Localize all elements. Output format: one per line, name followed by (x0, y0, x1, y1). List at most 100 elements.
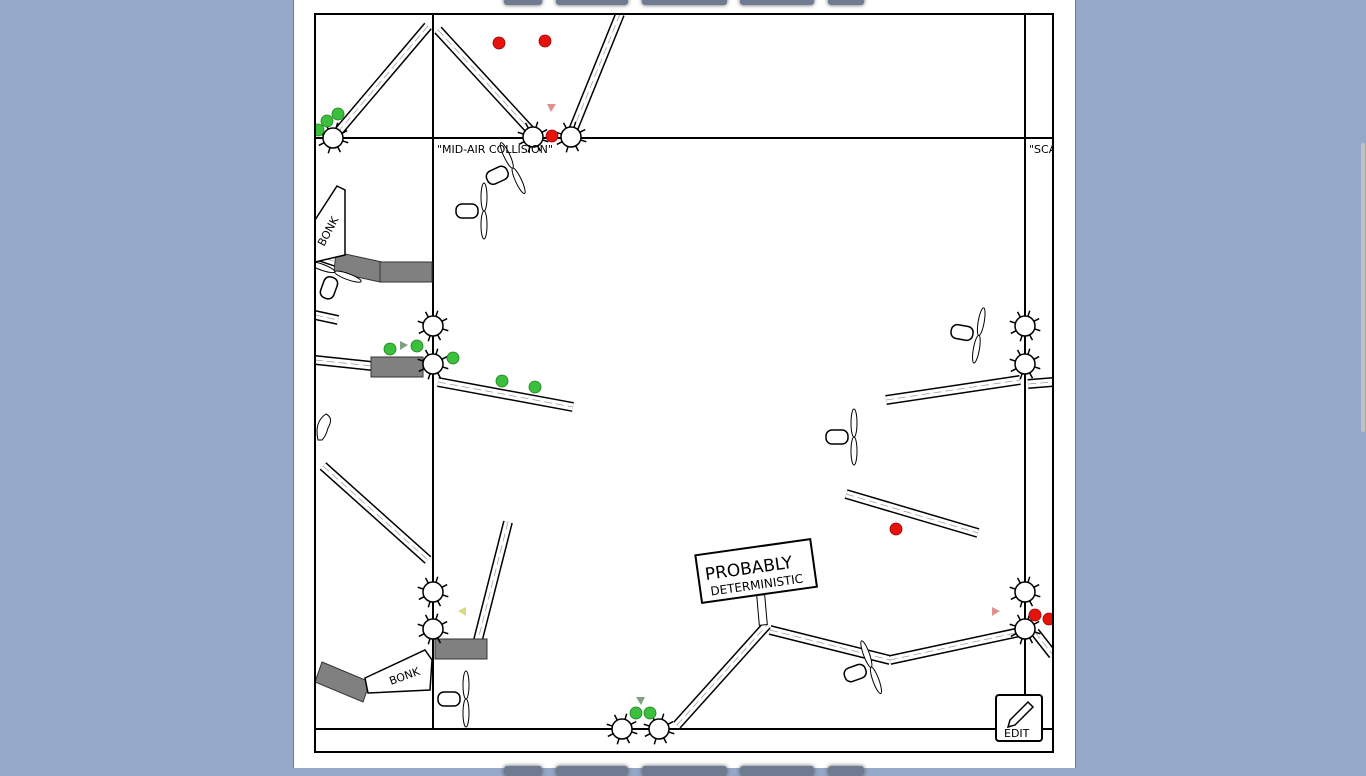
fan-icon (825, 408, 858, 466)
gear-tooth (580, 139, 587, 143)
gear-tooth (607, 733, 614, 738)
gear-tooth (537, 145, 542, 152)
plank-grain (477, 521, 509, 641)
gear-tooth (606, 723, 613, 727)
gear-tooth (1029, 372, 1034, 379)
gear-tooth (524, 122, 529, 129)
green-ball (320, 114, 334, 128)
gear-tooth (1027, 310, 1031, 317)
bonk-paddle-bottom: BONK (364, 649, 433, 694)
gear-body (1014, 315, 1036, 337)
gear-body (611, 718, 633, 740)
gear-body (1014, 618, 1036, 640)
gear-tooth (542, 139, 549, 143)
plank-grain (885, 379, 1021, 401)
plank-grain (676, 624, 768, 726)
gear-tooth (575, 145, 580, 152)
gear-tooth (1033, 355, 1040, 360)
gear-icon (555, 121, 587, 153)
gear-tooth (1034, 366, 1041, 370)
fan-blade (850, 436, 858, 466)
nav-prev-button-top[interactable] (556, 0, 628, 5)
edit-label: EDIT (1004, 727, 1030, 740)
gear-tooth (337, 146, 342, 153)
gear-body (322, 127, 344, 149)
blocks (315, 251, 488, 703)
red-ball (1042, 612, 1053, 626)
gear-tooth (663, 737, 668, 744)
red-ball (1028, 608, 1042, 622)
gears (317, 121, 1041, 745)
gear-tooth (318, 142, 325, 147)
comic-column (293, 0, 1076, 776)
gear-tooth (535, 121, 539, 128)
fan-blade (462, 670, 470, 700)
nav-first-button-top[interactable] (504, 0, 542, 5)
gear-tooth (573, 121, 577, 128)
gear-tooth (643, 723, 650, 727)
gear-tooth (1016, 614, 1021, 621)
edit-button[interactable]: EDIT (995, 694, 1043, 742)
gear-tooth (668, 731, 675, 735)
gear-tooth (1033, 583, 1040, 588)
nav-random-button-top[interactable] (642, 0, 727, 5)
plank-grain (337, 25, 429, 133)
probably-deterministic-sign: PROBABLY DETERMINISTIC (694, 538, 819, 626)
gear-tooth (418, 330, 425, 335)
gear-tooth (441, 317, 448, 322)
fan-motor (950, 323, 974, 342)
gear-tooth (579, 128, 586, 133)
gear-body (648, 718, 670, 740)
gear-tooth (441, 583, 448, 588)
gear-tooth (1019, 373, 1023, 380)
gear-tooth (1016, 311, 1021, 318)
tile-title-scattered: "SCA (1029, 143, 1057, 156)
gear-tooth (1010, 368, 1017, 373)
page-scrollbar[interactable] (1361, 143, 1365, 432)
gear-tooth (631, 731, 638, 735)
gear-tooth (427, 601, 431, 608)
gear-tooth (1009, 320, 1016, 324)
gear-icon (417, 348, 449, 380)
gear-tooth (1029, 600, 1034, 607)
fan-blade (850, 408, 858, 438)
fan-icon (455, 182, 488, 240)
bonk-paddle-top: BONK (315, 185, 346, 263)
gear-icon (317, 122, 349, 154)
creature-icon (316, 413, 332, 441)
gear-tooth (435, 348, 439, 355)
gear-tooth (1029, 334, 1034, 341)
gear-icon (1009, 348, 1041, 380)
fan-motor (437, 691, 461, 707)
fan-blade (462, 698, 470, 728)
plank-grain (437, 381, 574, 408)
gear-body (560, 126, 582, 148)
gear-tooth (1034, 594, 1041, 598)
gear-tooth (442, 594, 449, 598)
nav-next-button-top[interactable] (740, 0, 814, 5)
gear-tooth (1009, 623, 1016, 627)
gear-tooth (437, 637, 442, 644)
fan-blade (976, 307, 986, 336)
gear-icon (1009, 310, 1041, 342)
gear-tooth (424, 311, 429, 318)
gear-body (1014, 581, 1036, 603)
fan-blade (480, 182, 488, 212)
nav-last-button-top[interactable] (828, 0, 864, 5)
green-ball (446, 351, 460, 365)
fan-icon (485, 142, 526, 195)
gear-tooth (442, 328, 449, 332)
fan-motor (319, 276, 339, 300)
gear-tooth (1019, 601, 1023, 608)
gear-tooth (427, 335, 431, 342)
gear-tooth (1034, 328, 1041, 332)
gear-tooth (1010, 330, 1017, 335)
gear-tooth (1019, 638, 1023, 645)
gear-tooth (1016, 349, 1021, 356)
fan-blade (511, 167, 526, 195)
gear-tooth (1016, 577, 1021, 584)
balls (315, 34, 1053, 720)
fan-blade (972, 334, 981, 364)
gear-icon (517, 121, 549, 153)
